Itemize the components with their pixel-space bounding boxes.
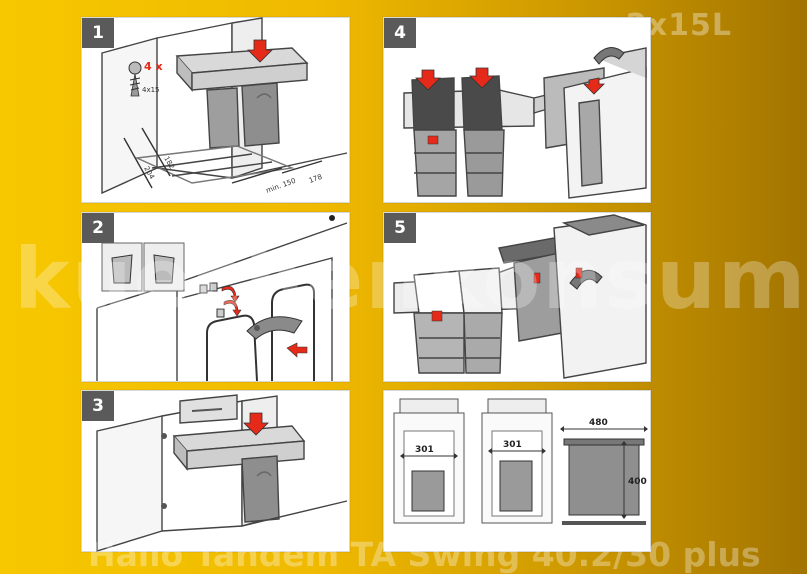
step-4-panel: 4 [383, 17, 651, 203]
dimension-views: 301 301 480 400 [393, 398, 648, 525]
step-5-panel: 5 [383, 212, 651, 382]
front-view-2 [481, 398, 553, 524]
dimension-label: 182 [162, 155, 176, 171]
step-2-panel: 2 [81, 212, 350, 382]
side-view [560, 426, 648, 525]
step-1-illustration: 4 x 4x15 204 182 min. 150 178 [101, 17, 348, 195]
step-5-number: 5 [384, 213, 416, 243]
step-2-number: 2 [82, 213, 114, 243]
front-view-1 [393, 398, 465, 524]
dimension-label: 178 [308, 173, 323, 185]
step-4-number: 4 [384, 18, 416, 48]
step-3-illustration [96, 394, 348, 552]
dimension-label: min. 150 [265, 177, 297, 195]
width-label: 301 [415, 445, 434, 455]
width-label: 301 [503, 440, 522, 450]
screw-icon [128, 61, 142, 97]
screw-quantity: 4 x [144, 60, 163, 73]
width-label: 480 [589, 418, 608, 428]
step-2-illustration [96, 215, 348, 382]
dimensions-panel: 301 301 480 400 [383, 390, 651, 552]
step-5-illustration [393, 214, 647, 379]
step-3-panel: 3 [81, 390, 350, 552]
step-3-number: 3 [82, 391, 114, 421]
step-1-number: 1 [82, 18, 114, 48]
product-name: Hailo Tandem TA Swing 40.2/30 plus [88, 535, 761, 574]
step-1-panel: 1 [81, 17, 350, 203]
height-label: 400 [628, 477, 647, 487]
screw-size: 4x15 [142, 86, 160, 94]
step-4-illustration [403, 47, 647, 199]
